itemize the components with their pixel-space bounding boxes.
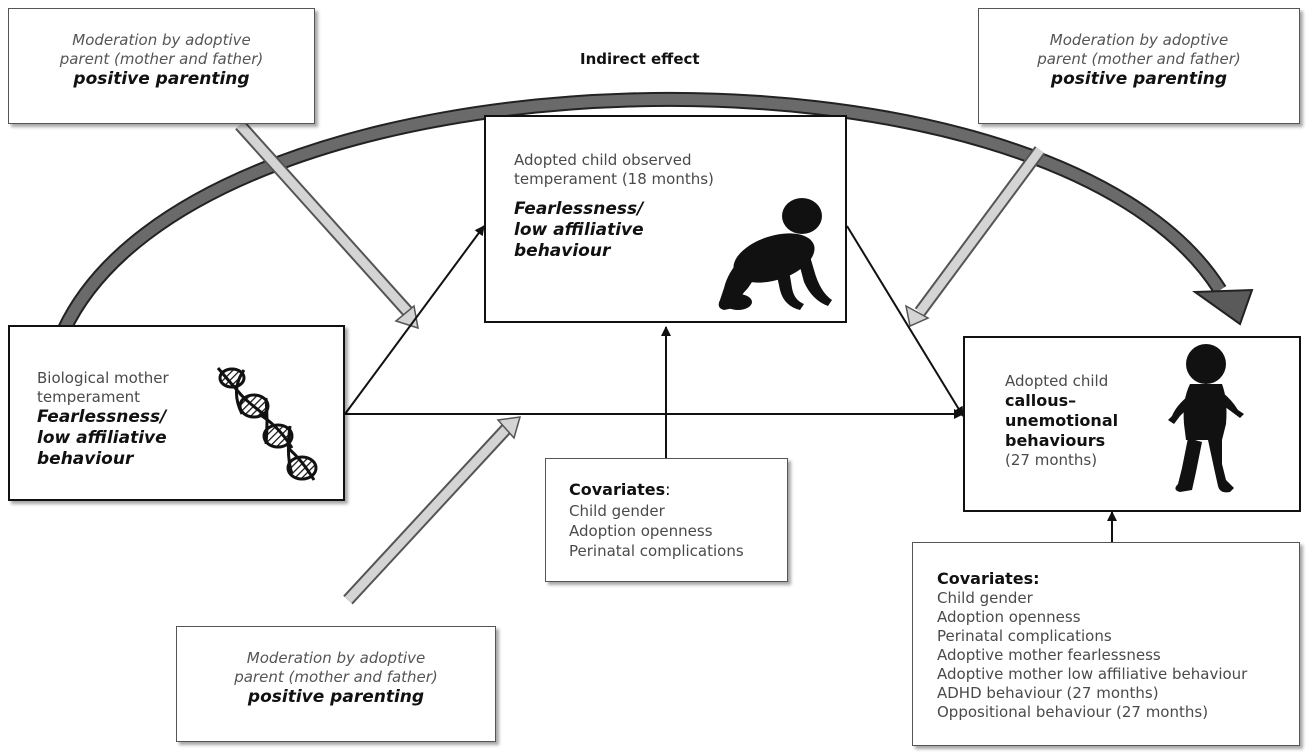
- moderation-arrow-bottom: [343, 416, 522, 605]
- cu-em3: behaviours: [1005, 431, 1106, 450]
- covariate-item: Perinatal complications: [569, 542, 744, 560]
- path-mother-to-child18: [344, 225, 485, 415]
- cu-line2: (27 months): [1005, 451, 1098, 469]
- covariate-item: Child gender: [937, 589, 1033, 607]
- moderation-line2: parent (mother and father): [234, 668, 438, 686]
- indirect-effect-label: Indirect effect: [580, 50, 700, 68]
- covariates-box-middle: Covariates: Child gender Adoption openne…: [545, 458, 788, 582]
- moderation-line1: Moderation by adoptive: [1049, 31, 1229, 49]
- moderation-line2: parent (mother and father): [59, 50, 264, 68]
- mother-em1: Fearlessness/: [37, 407, 167, 427]
- child18-line2: temperament (18 months): [514, 170, 714, 188]
- covariates-title: Covariates:: [937, 569, 1040, 588]
- child18-line1: Adopted child observed: [514, 151, 692, 169]
- covariates-colon: :: [665, 480, 671, 499]
- moderation-arrow-top-right: [904, 146, 1046, 328]
- covariate-item: Adoption openness: [937, 608, 1081, 626]
- moderation-box-bottom: Moderation by adoptive parent (mother an…: [176, 626, 496, 742]
- moderation-emphasis: positive parenting: [73, 69, 250, 89]
- moderation-emphasis: positive parenting: [247, 687, 425, 707]
- moderation-emphasis: positive parenting: [1050, 69, 1228, 89]
- walking-toddler-icon: [1168, 344, 1244, 493]
- callous-unemotional-box: Adopted child callous– unemotional behav…: [963, 336, 1301, 512]
- child18-em2: low affiliative: [514, 220, 644, 240]
- cu-em2: unemotional: [1005, 411, 1119, 430]
- covariate-item: Adoptive mother low affiliative behaviou…: [937, 665, 1248, 683]
- child18-em1: Fearlessness/: [514, 199, 644, 219]
- mother-em3: behaviour: [37, 449, 134, 469]
- mother-line1: Biological mother: [37, 369, 169, 387]
- dna-icon: [216, 367, 318, 481]
- covariates-title: Covariates: [569, 480, 666, 499]
- path-child18-to-cu: [846, 225, 964, 417]
- indirect-effect-arrowhead: [1192, 288, 1254, 326]
- covariate-item: Adoptive mother fearlessness: [937, 646, 1161, 664]
- mother-em2: low affiliative: [37, 428, 167, 448]
- cu-line1: Adopted child: [1005, 372, 1109, 390]
- moderation-line1: Moderation by adoptive: [72, 31, 251, 49]
- mother-line2: temperament: [37, 388, 141, 406]
- moderation-box-top-left: Moderation by adoptive parent (mother an…: [8, 8, 315, 124]
- covariate-item: Child gender: [569, 502, 665, 520]
- covariates-box-right: Covariates: Child gender Adoption openne…: [912, 542, 1300, 746]
- moderation-line2: parent (mother and father): [1037, 50, 1241, 68]
- covariate-item: Perinatal complications: [937, 627, 1112, 645]
- moderation-box-top-right: Moderation by adoptive parent (mother an…: [978, 8, 1300, 124]
- indirect-effect-curve-inner: [59, 94, 1225, 333]
- crawling-baby-icon: [718, 198, 832, 310]
- covariate-item: Adoption openness: [569, 522, 713, 540]
- covariate-item: ADHD behaviour (27 months): [937, 684, 1159, 702]
- covariates-title-row: Covariates:: [569, 479, 787, 501]
- cu-em1: callous–: [1005, 391, 1077, 410]
- moderation-arrow-top-left: [235, 120, 419, 330]
- covariate-item: Oppositional behaviour (27 months): [937, 703, 1209, 721]
- child18-em3: behaviour: [514, 241, 611, 261]
- moderation-line1: Moderation by adoptive: [246, 649, 426, 667]
